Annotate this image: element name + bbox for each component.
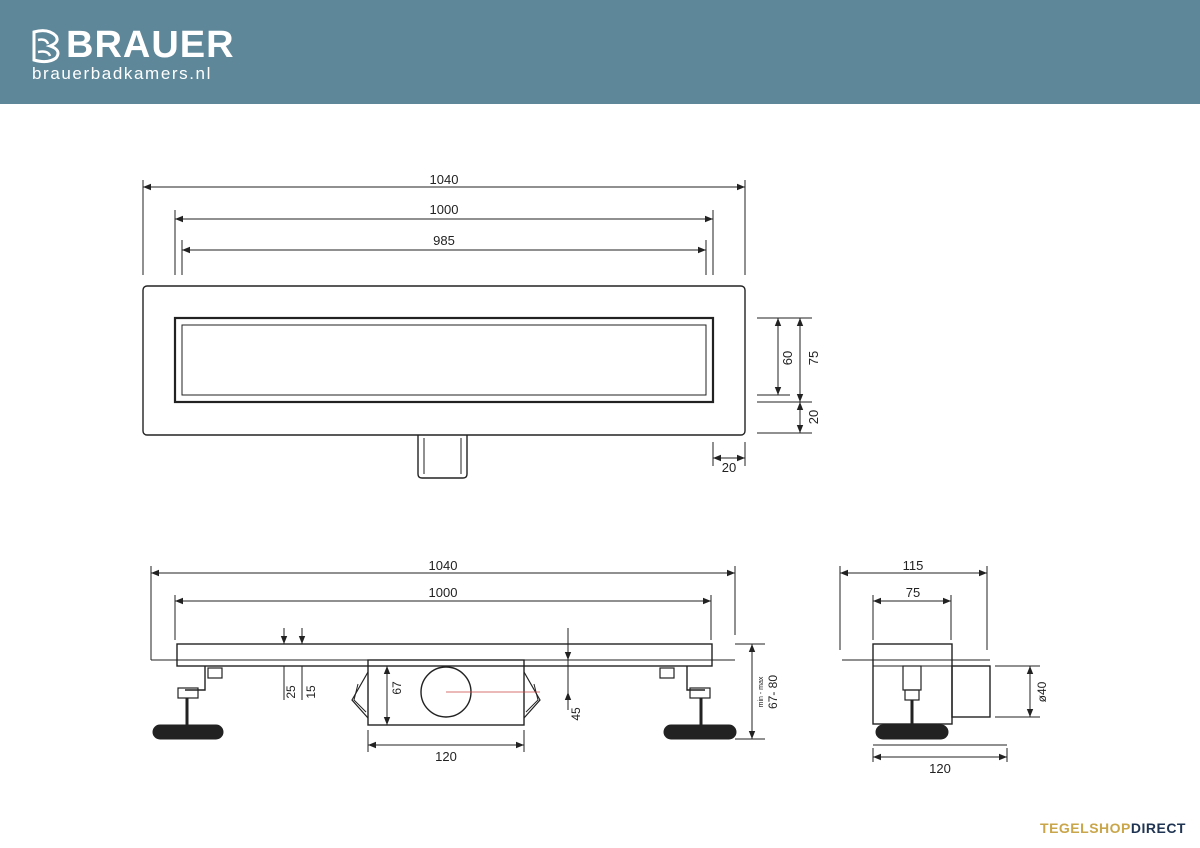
dim-top-total-height: 75: [806, 351, 821, 365]
dim-top-outlet-offset-h: 20: [722, 460, 736, 475]
website-url: brauerbadkamers.nl: [32, 64, 212, 83]
technical-drawing: 1040 1000 985 60 75 20 20: [142, 172, 1049, 776]
dim-end-diameter: ø40: [1035, 681, 1049, 702]
side-view: [150, 566, 765, 752]
dim-side-120: 120: [435, 749, 457, 764]
dim-side-25: 25: [284, 685, 298, 699]
dim-end-75: 75: [906, 585, 920, 600]
dim-top-grate-width: 985: [433, 233, 455, 248]
dim-side-height-range: 67- 80: [766, 675, 780, 709]
header-bar: BRAUER brauerbadkamers.nl: [0, 0, 1200, 104]
dim-side-45: 45: [569, 707, 583, 721]
brand-name: BRAUER: [66, 24, 235, 66]
dim-top-outlet-offset-v: 20: [806, 410, 821, 424]
dim-side-frame-width: 1000: [429, 585, 458, 600]
dim-top-frame-width: 1000: [430, 202, 459, 217]
footer-brand-part1: TEGEL: [1040, 820, 1090, 836]
footer-brand-part3: DIRECT: [1130, 820, 1186, 836]
end-view: [839, 566, 1040, 762]
footer-brand-part2: SHOP: [1089, 820, 1131, 836]
top-view: [142, 180, 812, 479]
dim-side-height-note: min - max: [758, 676, 765, 707]
brauer-logo-icon: [32, 29, 60, 64]
dim-side-67: 67: [390, 681, 404, 695]
footer-brand: TEGELSHOPDIRECT: [1040, 820, 1186, 836]
dim-side-15: 15: [304, 685, 318, 699]
dim-end-115: 115: [903, 558, 924, 573]
dim-end-120: 120: [929, 761, 951, 776]
dim-side-overall-width: 1040: [429, 558, 458, 573]
dim-top-overall-width: 1040: [430, 172, 459, 187]
dim-top-grate-height: 60: [780, 351, 795, 365]
